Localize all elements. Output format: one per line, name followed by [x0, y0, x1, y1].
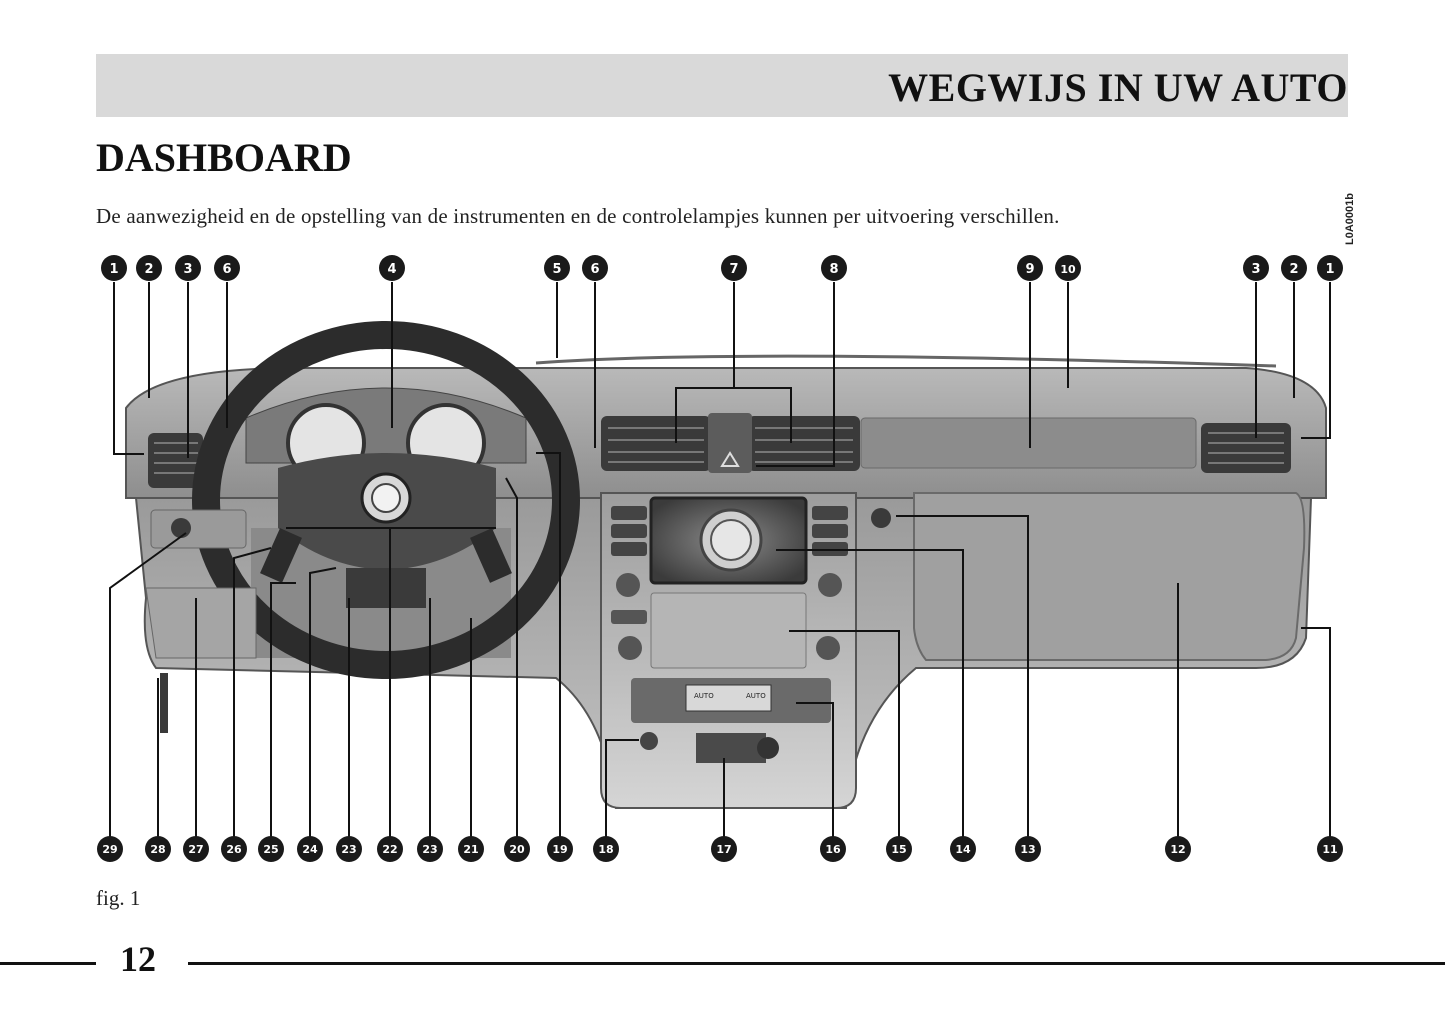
callout-bottom-12: 12 [1165, 836, 1191, 862]
callout-bottom-15: 15 [886, 836, 912, 862]
svg-text:23: 23 [341, 843, 356, 856]
callout-bottom-26: 26 [221, 836, 247, 862]
callout-bottom-25: 25 [258, 836, 284, 862]
callout-top-10: 10 [1055, 255, 1081, 281]
climate-display-left: AUTO [694, 692, 714, 700]
svg-text:3: 3 [183, 262, 192, 277]
svg-text:16: 16 [825, 843, 841, 856]
callout-top-4: 4 [379, 255, 405, 281]
svg-text:21: 21 [463, 843, 478, 856]
section-header-band: WEGWIJS IN UW AUTO [96, 54, 1348, 117]
svg-text:5: 5 [552, 262, 561, 277]
callout-bottom-16: 16 [820, 836, 846, 862]
page-title: DASHBOARD [96, 134, 352, 181]
footer-rule-right [188, 962, 1445, 965]
svg-text:20: 20 [509, 843, 525, 856]
svg-text:11: 11 [1322, 843, 1337, 856]
svg-text:18: 18 [598, 843, 613, 856]
callout-bottom-21: 21 [458, 836, 484, 862]
callout-top-6b: 6 [582, 255, 608, 281]
callout-bottom-24: 24 [297, 836, 323, 862]
svg-text:1: 1 [109, 262, 118, 277]
svg-text:17: 17 [716, 843, 731, 856]
svg-text:14: 14 [955, 843, 971, 856]
callout-top-2b: 2 [1281, 255, 1307, 281]
svg-text:8: 8 [829, 262, 838, 277]
callout-top-1b: 1 [1317, 255, 1343, 281]
intro-text: De aanwezigheid en de opstelling van de … [96, 204, 1060, 229]
page-number: 12 [120, 938, 156, 980]
callout-bottom-14: 14 [950, 836, 976, 862]
svg-text:19: 19 [552, 843, 567, 856]
figure-caption: fig. 1 [96, 886, 140, 911]
svg-text:23: 23 [422, 843, 437, 856]
footer-rule-left [0, 962, 96, 965]
section-title: WEGWIJS IN UW AUTO [888, 64, 1348, 111]
svg-text:9: 9 [1025, 262, 1034, 277]
svg-text:10: 10 [1060, 263, 1076, 276]
callout-top-3: 3 [175, 255, 201, 281]
svg-text:3: 3 [1251, 262, 1260, 277]
svg-text:26: 26 [226, 843, 242, 856]
callout-bottom-28: 28 [145, 836, 171, 862]
callout-bottom-18: 18 [593, 836, 619, 862]
svg-text:28: 28 [150, 843, 165, 856]
callout-top-1: 1 [101, 255, 127, 281]
svg-text:2: 2 [1289, 262, 1298, 277]
callout-top-7: 7 [721, 255, 747, 281]
callout-bottom-23b: 23 [417, 836, 443, 862]
callout-top-3b: 3 [1243, 255, 1269, 281]
svg-text:27: 27 [188, 843, 203, 856]
callout-bottom-22: 22 [377, 836, 403, 862]
callout-top-2: 2 [136, 255, 162, 281]
callout-bottom-11: 11 [1317, 836, 1343, 862]
callout-top-6: 6 [214, 255, 240, 281]
svg-text:2: 2 [144, 262, 153, 277]
callout-bottom-17: 17 [711, 836, 737, 862]
climate-display-right: AUTO [746, 692, 766, 700]
svg-text:1: 1 [1325, 262, 1334, 277]
callout-bottom-23: 23 [336, 836, 362, 862]
callout-bottom-29: 29 [97, 836, 123, 862]
svg-text:25: 25 [263, 843, 278, 856]
callout-top-5: 5 [544, 255, 570, 281]
callout-top-9: 9 [1017, 255, 1043, 281]
svg-text:15: 15 [891, 843, 906, 856]
callout-bottom-19: 19 [547, 836, 573, 862]
svg-text:4: 4 [387, 262, 396, 277]
dashboard-body: AUTO AUTO [126, 335, 1326, 808]
svg-text:6: 6 [222, 262, 231, 277]
svg-text:24: 24 [302, 843, 318, 856]
figure-code: L0A0001b [1344, 193, 1356, 245]
svg-text:6: 6 [590, 262, 599, 277]
callout-bottom-20: 20 [504, 836, 530, 862]
svg-text:12: 12 [1170, 843, 1185, 856]
callout-bottom-27: 27 [183, 836, 209, 862]
svg-text:7: 7 [729, 262, 738, 277]
callout-top-8: 8 [821, 255, 847, 281]
svg-text:13: 13 [1020, 843, 1035, 856]
svg-text:29: 29 [102, 843, 117, 856]
callout-bottom-13: 13 [1015, 836, 1041, 862]
svg-text:22: 22 [382, 843, 397, 856]
dashboard-figure: AUTO AUTO [96, 248, 1348, 878]
